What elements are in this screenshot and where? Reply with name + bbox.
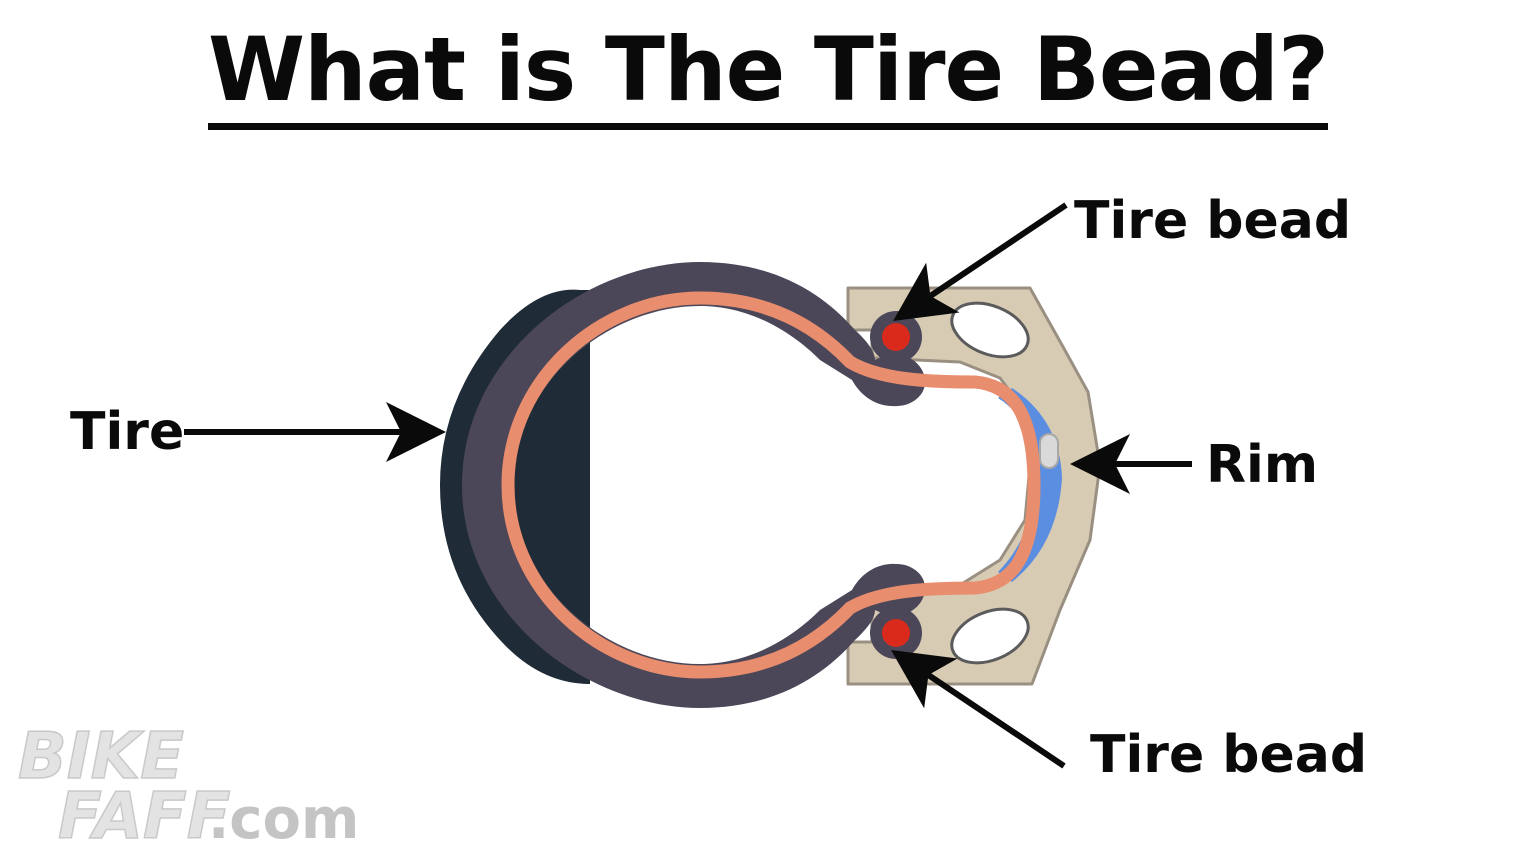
tire-bead-top: [882, 323, 910, 351]
bikefaff-watermark-logo: BIKE FAFF .com: [17, 719, 359, 855]
tire-bead-top-arrow: [893, 202, 1068, 322]
tire-bead-top-label: Tire bead: [1074, 191, 1351, 251]
rim-valve-mark: [1039, 433, 1059, 469]
watermark-line2: FAFF: [58, 780, 230, 854]
tire-label: Tire: [70, 402, 184, 462]
rim-label: Rim: [1206, 435, 1318, 495]
tire-bead-bottom-arrow: [891, 649, 1066, 769]
tire-bead-bottom-label: Tire bead: [1090, 725, 1367, 785]
rim: [846, 286, 1102, 686]
diagram-title: What is The Tire Bead?: [0, 18, 1536, 130]
inner-tube: [501, 291, 1041, 679]
title-text: What is The Tire Bead?: [207, 18, 1329, 130]
watermark-suffix: .com: [208, 787, 359, 852]
tire-tread: [440, 289, 590, 684]
tire-bead-bottom: [882, 619, 910, 647]
watermark-line1: BIKE: [18, 720, 184, 794]
tire-bead-top-group: [870, 311, 922, 363]
tire-bead-bottom-group: [870, 607, 922, 659]
